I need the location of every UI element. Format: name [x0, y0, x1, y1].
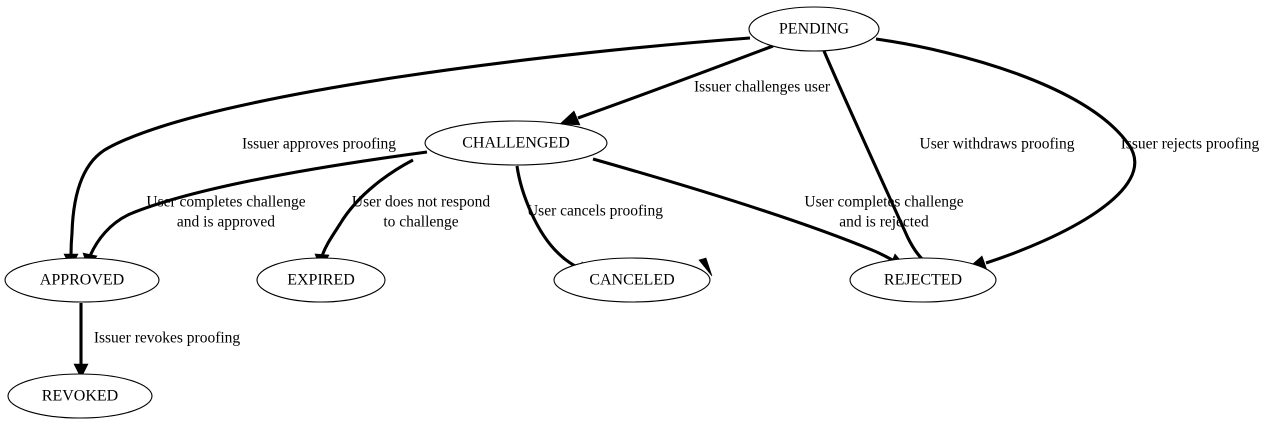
node-canceled-label: CANCELED — [589, 272, 674, 289]
edge-label-line-1: User completes challenge — [146, 194, 305, 211]
node-revoked-label: REVOKED — [42, 388, 118, 405]
node-challenged[interactable]: CHALLENGED — [424, 120, 608, 166]
edge-label-line-1: User does not respond — [352, 194, 490, 211]
edge-label-line-1: User completes challenge — [804, 194, 963, 211]
node-expired-label: EXPIRED — [287, 272, 355, 289]
node-revoked[interactable]: REVOKED — [7, 373, 153, 419]
node-pending[interactable]: PENDING — [748, 6, 880, 52]
node-approved-label: APPROVED — [40, 272, 124, 289]
node-pending-label: PENDING — [779, 21, 850, 38]
node-expired-shape[interactable] — [256, 257, 386, 303]
edge-label-line-2: and is rejected — [839, 214, 929, 231]
edge-label-user-completes-challenge-approved: User completes challenge and is approved — [146, 194, 305, 231]
edge-label-issuer-approves-proofing: Issuer approves proofing — [242, 136, 396, 153]
edge-pending-to-canceled[interactable] — [698, 50, 929, 277]
edge-label-issuer-revokes-proofing: Issuer revokes proofing — [94, 330, 241, 347]
edge-label-user-withdraws-proofing: User withdraws proofing — [920, 136, 1075, 153]
edge-label-line-2: and is approved — [177, 214, 275, 231]
edge-label-issuer-challenges-user: Issuer challenges user — [694, 79, 831, 96]
edge-label-user-completes-challenge-rejected: User completes challenge and is rejected — [804, 194, 963, 231]
node-approved-shape[interactable] — [4, 257, 160, 303]
edge-pending-to-challenged[interactable] — [559, 44, 774, 126]
node-pending-shape[interactable] — [748, 6, 880, 52]
nodes-layer: PENDING CHALLENGED APPROVED EXPIRED CANC… — [4, 6, 997, 419]
edge-label-user-cancels-proofing: User cancels proofing — [527, 203, 663, 220]
edge-pending-to-rejected[interactable] — [875, 37, 1137, 271]
edge-pending-to-approved[interactable] — [63, 36, 751, 269]
edge-labels-layer: Issuer challenges user Issuer approves p… — [94, 79, 1260, 347]
edge-label-user-does-not-respond: User does not respond to challenge — [352, 194, 490, 231]
node-canceled[interactable]: CANCELED — [553, 257, 711, 303]
node-rejected-label: REJECTED — [884, 272, 962, 289]
edge-challenged-to-canceled[interactable] — [515, 165, 595, 277]
node-challenged-label: CHALLENGED — [462, 135, 570, 152]
node-rejected[interactable]: REJECTED — [849, 257, 997, 303]
edge-label-issuer-rejects-proofing: Issuer rejects proofing — [1121, 136, 1260, 153]
node-canceled-shape[interactable] — [553, 257, 711, 303]
node-approved[interactable]: APPROVED — [4, 257, 160, 303]
node-rejected-shape[interactable] — [849, 257, 997, 303]
node-expired[interactable]: EXPIRED — [256, 257, 386, 303]
edge-label-line-2: to challenge — [383, 214, 458, 231]
node-revoked-shape[interactable] — [7, 373, 153, 419]
node-challenged-shape[interactable] — [424, 120, 608, 166]
edge-approved-to-revoked[interactable] — [73, 303, 89, 379]
